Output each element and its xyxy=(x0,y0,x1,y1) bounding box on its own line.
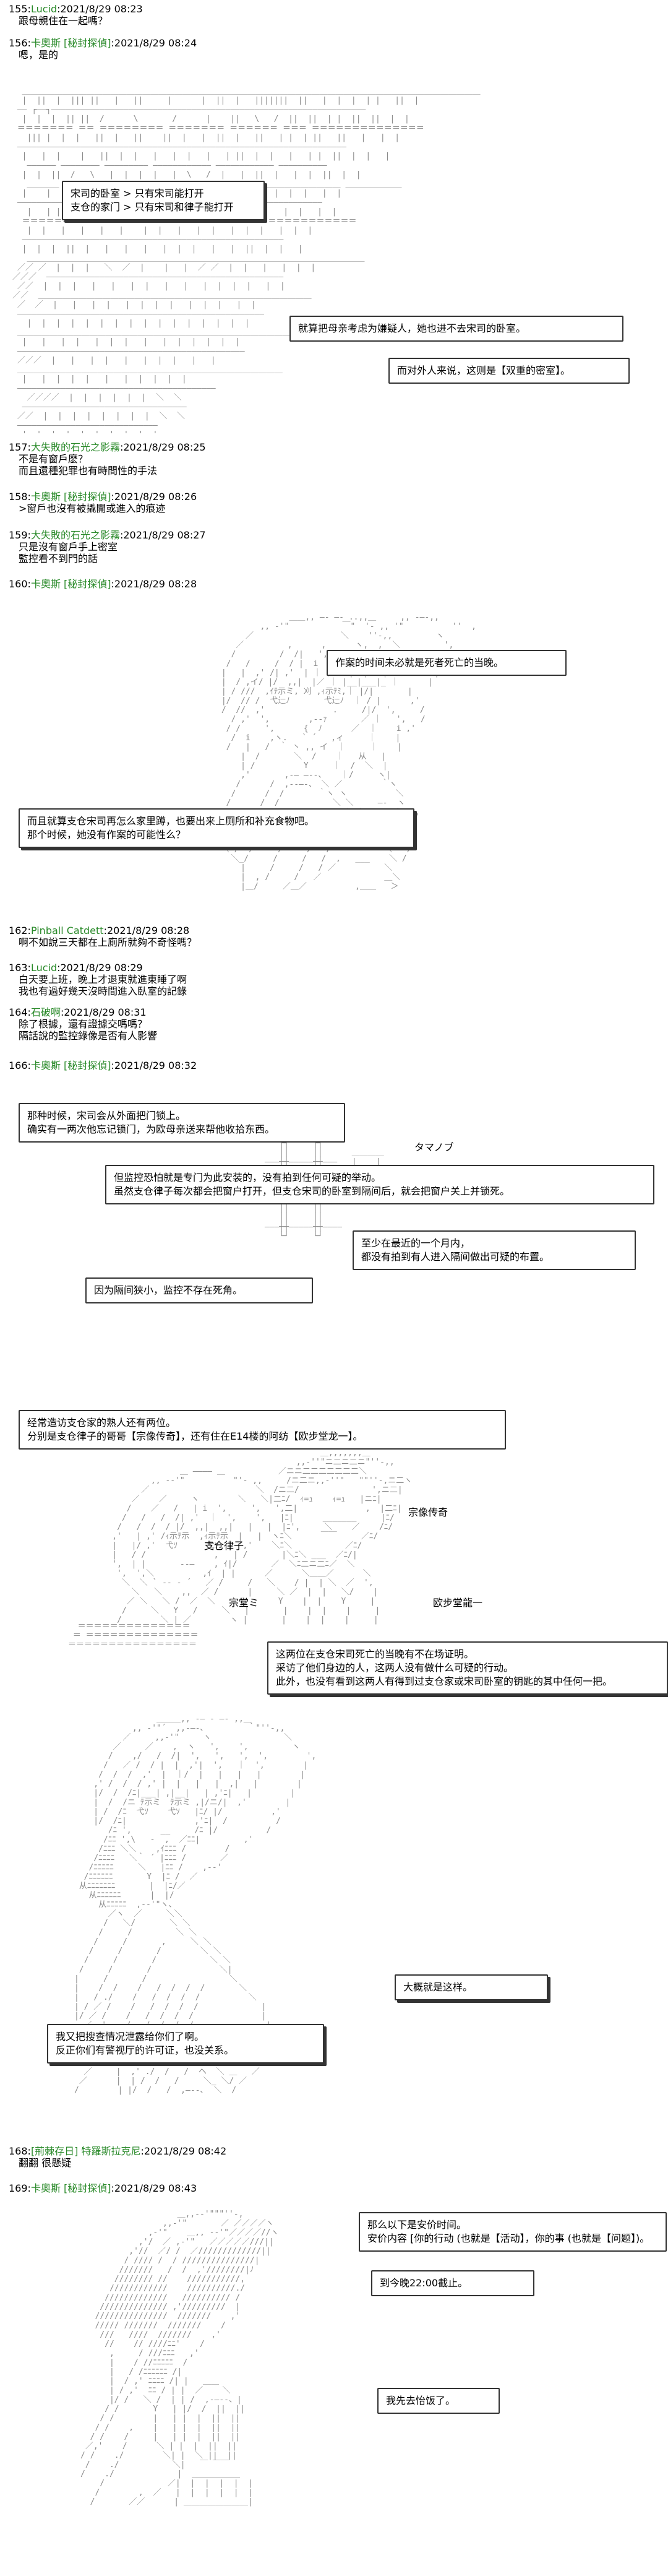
post-number: 157: xyxy=(9,441,31,453)
post-timestamp: :2021/8/29 08:29 xyxy=(57,962,143,974)
post-author[interactable]: 卡奧斯 [秘封探偵] xyxy=(30,1060,111,1071)
speech-bubble: 那么以下是安价时间。 安价内容 [你的行动 (也就是【活动】，你的事 (也就是【… xyxy=(359,2212,667,2252)
post-body: 啊不如說三天都在上廁所就夠不奇怪嗎？ xyxy=(19,936,197,948)
speech-bubble: 至少在最近的一个月内， 都没有拍到有人进入隔间做出可疑的布置。 xyxy=(353,1230,636,1270)
post-number: 164: xyxy=(9,1006,31,1018)
speech-bubble: 我先去怡饭了。 xyxy=(377,2388,500,2414)
post-author[interactable]: 石破啊 xyxy=(30,1006,61,1018)
post-author[interactable]: Lucid xyxy=(30,962,58,974)
post-timestamp: :2021/8/29 08:25 xyxy=(119,441,206,453)
post-155: 155:Lucid:2021/8/29 08:23 跟母親住在一起嗎？ xyxy=(9,3,143,27)
speech-bubble: 而对外人来说，这则是【双重的密室】。 xyxy=(388,358,630,384)
post-timestamp: :2021/8/29 08:42 xyxy=(140,2145,227,2157)
post-169: 169:卡奧斯 [秘封探偵]:2021/8/29 08:43 xyxy=(9,2182,197,2194)
speech-bubble: 作案的时间未必就是死者死亡的当晚。 xyxy=(327,650,567,676)
post-timestamp: :2021/8/29 08:28 xyxy=(103,925,190,936)
post-author[interactable]: 卡奧斯 [秘封探偵] xyxy=(30,491,111,503)
post-number: 166: xyxy=(9,1060,31,1071)
post-number: 169: xyxy=(9,2182,31,2194)
speech-bubble: 经常造访支仓家的熟人还有两位。 分别是支仓律子的哥哥【宗像传奇】，还有住在E14… xyxy=(19,1410,506,1450)
post-body: 跟母親住在一起嗎？ xyxy=(19,15,108,27)
speech-bubble: 这两位在支仓宋司死亡的当晚有不在场证明。 采访了他们身边的人，这两人没有做什么可… xyxy=(267,1641,668,1695)
ascii-art-detective: ＿＿＿,, -― ‐ ―- ,,＿ ,, -'"´ ,,-―-､ ｀"''-,,… xyxy=(74,1714,317,2095)
post-168: 168:[荊棘存日] 特羅斯拉克尼:2021/8/29 08:42 翻翻 很懸疑 xyxy=(9,2145,226,2169)
speech-bubble: 而且就算支仓宋司再怎么家里蹲，也要出来上厕所和补充食物吧。 那个时候，她没有作案… xyxy=(19,808,414,848)
character-label: タマノブ xyxy=(414,1141,454,1153)
post-timestamp: :2021/8/29 08:32 xyxy=(111,1060,197,1071)
post-158: 158:卡奧斯 [秘封探偵]:2021/8/29 08:26 >窗戶也沒有被撬開… xyxy=(9,491,197,514)
post-166: 166:卡奧斯 [秘封探偵]:2021/8/29 08:32 xyxy=(9,1060,197,1071)
post-timestamp: :2021/8/29 08:43 xyxy=(111,2182,197,2194)
post-number: 156: xyxy=(9,37,31,49)
post-162: 162:Pinball Catdett:2021/8/29 08:28 啊不如說… xyxy=(9,925,197,948)
post-timestamp: :2021/8/29 08:31 xyxy=(60,1006,147,1018)
post-timestamp: :2021/8/29 08:28 xyxy=(111,578,197,590)
post-number: 168: xyxy=(9,2145,31,2157)
post-author[interactable]: 卡奧斯 [秘封探偵] xyxy=(30,2182,111,2194)
ascii-art-leaning-figure: ＿,,-‐'"""''-, ,,-'" ／ ／／／／ヽ ,-'" ＿,, -‐'… xyxy=(80,2210,279,2507)
post-body: 白天要上班，晚上才退東就進東睡了啊 我也有過好幾天沒時間進入臥室的記錄 xyxy=(19,974,187,997)
post-164: 164:石破啊:2021/8/29 08:31 除了根據，還有證據交嗎嗎？ 隔話… xyxy=(9,1006,157,1042)
post-156: 156:卡奧斯 [秘封探偵]:2021/8/29 08:24 嗯，是的 xyxy=(9,37,197,61)
character-label: 欧步堂龍一 xyxy=(433,1597,483,1609)
post-author[interactable]: 卡奧斯 [秘封探偵] xyxy=(30,37,111,49)
post-author[interactable]: Pinball Catdett xyxy=(30,925,104,936)
character-label: 支仓律子 xyxy=(204,1540,244,1552)
post-author[interactable]: 大失敗的石光之影霧 xyxy=(30,441,120,453)
post-body: >窗戶也沒有被撬開或進入的痕迹 xyxy=(19,503,166,514)
post-body: 嗯，是的 xyxy=(19,49,59,61)
speech-bubble: 那种时候，宋司会从外面把门锁上。 确实有一两次他忘记锁门，为欧母亲送来帮他收拾东… xyxy=(19,1103,345,1143)
post-159: 159:大失敗的石光之影霧:2021/8/29 08:27 只是沒有窗戶手上密室… xyxy=(9,529,206,564)
ascii-art-underline: ＝＝＝＝＝＝＝＝＝＝＝＝＝＝ ＝ ＝＝＝＝＝＝＝＝＝＝＝＝＝＝ ＝＝＝＝＝＝＝＝… xyxy=(68,1622,199,1649)
post-number: 159: xyxy=(9,529,31,541)
character-label: 宗堂ミ xyxy=(229,1597,259,1609)
speech-bubble: 但监控恐怕就是专门为此安装的，没有拍到任何可疑的举动。 虽然支仓律子每次都会把窗… xyxy=(105,1165,654,1204)
post-timestamp: :2021/8/29 08:23 xyxy=(57,3,143,15)
speech-bubble: 就算把母亲考虑为嫌疑人，她也进不去宋司的卧室。 xyxy=(289,316,623,342)
speech-bubble: 因为隔间狭小，监控不存在死角。 xyxy=(85,1277,313,1303)
post-160: 160:卡奧斯 [秘封探偵]:2021/8/29 08:28 xyxy=(9,578,197,590)
post-number: 160: xyxy=(9,578,31,590)
speech-bubble: 宋司的卧室 > 只有宋司能打开 支仓的家门 > 只有宋司和律子能打开 xyxy=(62,181,265,220)
post-timestamp: :2021/8/29 08:24 xyxy=(111,37,197,49)
ascii-art-apartment: ＿＿＿＿＿＿＿＿＿＿＿＿＿＿＿＿＿＿＿＿＿＿＿＿＿＿＿＿＿＿＿＿＿＿＿＿＿＿＿＿… xyxy=(12,87,481,433)
post-timestamp: :2021/8/29 08:27 xyxy=(119,529,206,541)
post-157: 157:大失敗的石光之影霧:2021/8/29 08:25 不是有窗戶麽？ 而且… xyxy=(9,441,206,477)
post-author[interactable]: [荊棘存日] 特羅斯拉克尼 xyxy=(30,2145,141,2157)
post-number: 162: xyxy=(9,925,31,936)
speech-bubble: 大概就是这样。 xyxy=(395,1974,548,2000)
post-number: 158: xyxy=(9,491,31,503)
post-timestamp: :2021/8/29 08:26 xyxy=(111,491,197,503)
character-label: 宗像传奇 xyxy=(408,1506,448,1518)
speech-bubble: 到今晚22:00截止。 xyxy=(371,2270,534,2296)
post-author[interactable]: 卡奧斯 [秘封探偵] xyxy=(30,578,111,590)
post-author[interactable]: 大失敗的石光之影霧 xyxy=(30,529,120,541)
post-body: 不是有窗戶麽？ 而且還種犯罪也有時間性的手法 xyxy=(19,453,158,477)
post-body: 翻翻 很懸疑 xyxy=(19,2157,72,2169)
ascii-art-two-characters: ＿,,,,,,,＿ ,,-''"ニ二ニ二ニ"''-,, ＿ ―――― ＿ ／ニニ… xyxy=(112,1448,413,1625)
post-body: 只是沒有窗戶手上密室 監控看不到門的話 xyxy=(19,541,118,564)
post-number: 163: xyxy=(9,962,31,974)
post-body: 除了根據，還有證據交嗎嗎？ 隔話說的監控錄像是否有人影響 xyxy=(19,1018,158,1042)
post-author[interactable]: Lucid xyxy=(30,3,58,15)
post-number: 155: xyxy=(9,3,31,15)
post-163: 163:Lucid:2021/8/29 08:29 白天要上班，晚上才退東就進東… xyxy=(9,962,187,997)
speech-bubble: 我又把搜查情况泄露给你们了啊。 反正你们有警视厅的许可证，也没关系。 xyxy=(47,2024,324,2064)
